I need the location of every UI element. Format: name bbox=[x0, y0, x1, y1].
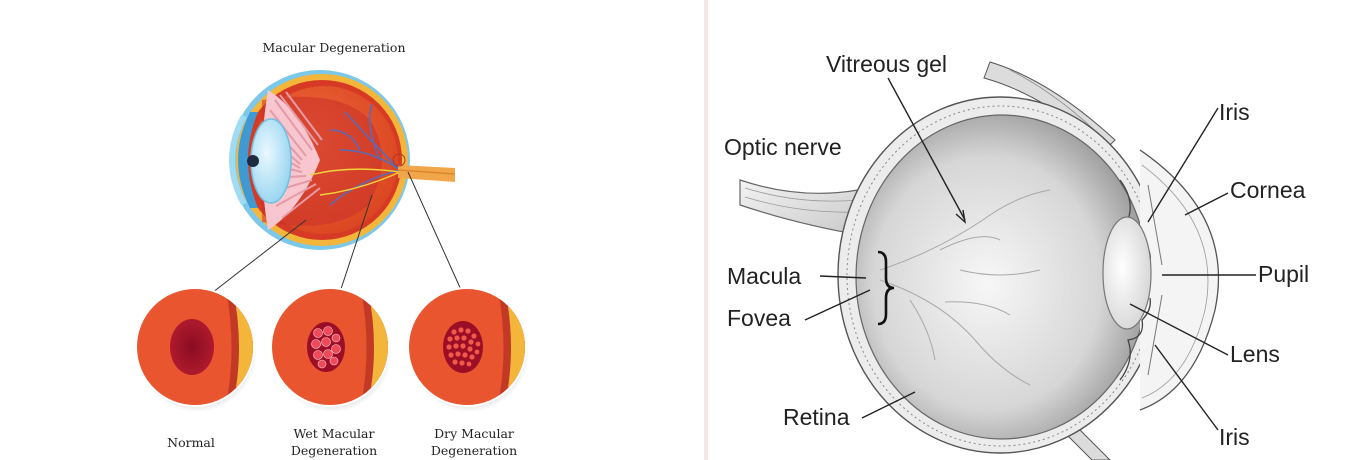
iris-lower bbox=[1119, 297, 1151, 381]
macular-degeneration-illustration: Macular Degeneration bbox=[135, 40, 529, 458]
leader-lines bbox=[804, 77, 1256, 431]
label-optic-nerve: Optic nerve bbox=[724, 134, 842, 160]
panel-divider bbox=[704, 0, 708, 460]
label-vitreous-gel: Vitreous gel bbox=[826, 51, 947, 77]
caption-normal: Normal bbox=[167, 435, 215, 450]
label-lens: Lens bbox=[1230, 341, 1280, 367]
dry-drusen-deposits bbox=[446, 327, 481, 367]
caption-wet-line2: Degeneration bbox=[291, 443, 377, 458]
label-fovea: Fovea bbox=[727, 305, 791, 331]
pointer-lines bbox=[207, 171, 463, 297]
left-panel-macular-degeneration: Macular Degeneration bbox=[135, 40, 529, 458]
eye-anatomy-diagram: Vitreous gel Optic nerve Macula Fovea Re… bbox=[724, 51, 1309, 460]
wet-lesion-droplets bbox=[311, 326, 341, 369]
pupil-left bbox=[247, 155, 259, 167]
label-pupil: Pupil bbox=[1258, 261, 1309, 287]
label-macula: Macula bbox=[727, 263, 801, 289]
retinal-vessels bbox=[879, 189, 1051, 386]
label-iris-top: Iris bbox=[1219, 99, 1250, 125]
caption-wet-line1: Wet Macular bbox=[294, 426, 375, 441]
right-panel-eye-anatomy: Vitreous gel Optic nerve Macula Fovea Re… bbox=[708, 0, 1349, 460]
extraocular-muscle-bottom bbox=[1067, 429, 1111, 460]
cornea bbox=[1139, 149, 1220, 411]
normal-macula-spot bbox=[170, 319, 214, 375]
illustration-title: Macular Degeneration bbox=[263, 40, 406, 55]
iris-edges bbox=[1147, 184, 1163, 376]
label-cornea: Cornea bbox=[1230, 177, 1306, 203]
lens bbox=[1102, 216, 1152, 330]
cornea-left bbox=[229, 114, 247, 206]
nerve-fibers bbox=[309, 168, 401, 196]
caption-dry-line2: Degeneration bbox=[431, 443, 517, 458]
optic-nerve-left bbox=[398, 165, 455, 182]
macula-brace bbox=[877, 250, 895, 326]
wet-macular-degeneration-circle bbox=[270, 287, 392, 412]
label-iris-bottom: Iris bbox=[1219, 424, 1250, 450]
caption-dry-line1: Dry Macular bbox=[434, 426, 514, 441]
normal-macula-circle bbox=[135, 287, 257, 412]
dry-macular-degeneration-circle bbox=[407, 287, 529, 412]
macula-marker bbox=[392, 153, 406, 167]
label-retina: Retina bbox=[783, 404, 850, 430]
eye-cross-section bbox=[229, 70, 456, 250]
